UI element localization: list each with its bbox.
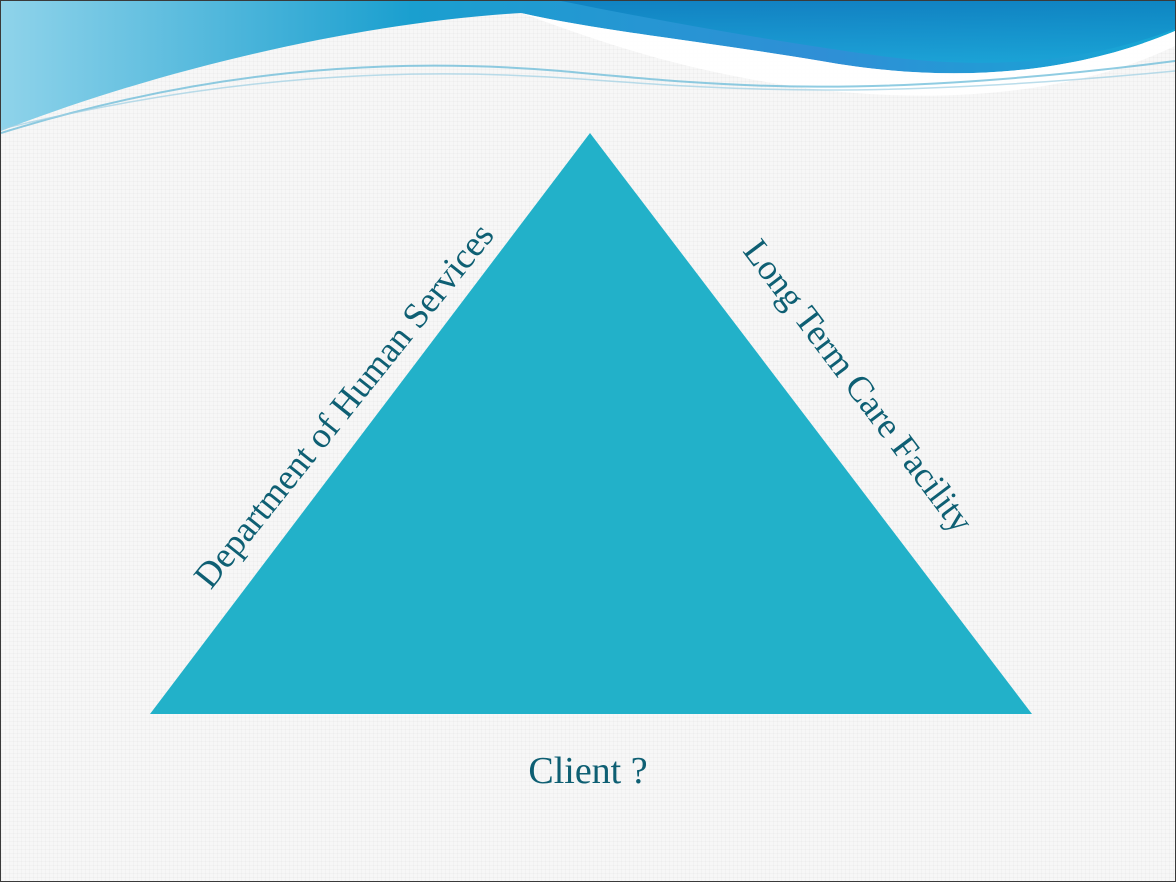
- wave-right-piece: [561, 1, 1175, 63]
- base-label: Client ?: [528, 750, 647, 792]
- relationship-triangle: [150, 133, 1032, 714]
- header-wave-decoration: [1, 1, 1175, 134]
- wave-white-sweep: [521, 13, 1175, 96]
- wave-line-2: [1, 70, 1175, 130]
- wave-line-1: [1, 60, 1175, 134]
